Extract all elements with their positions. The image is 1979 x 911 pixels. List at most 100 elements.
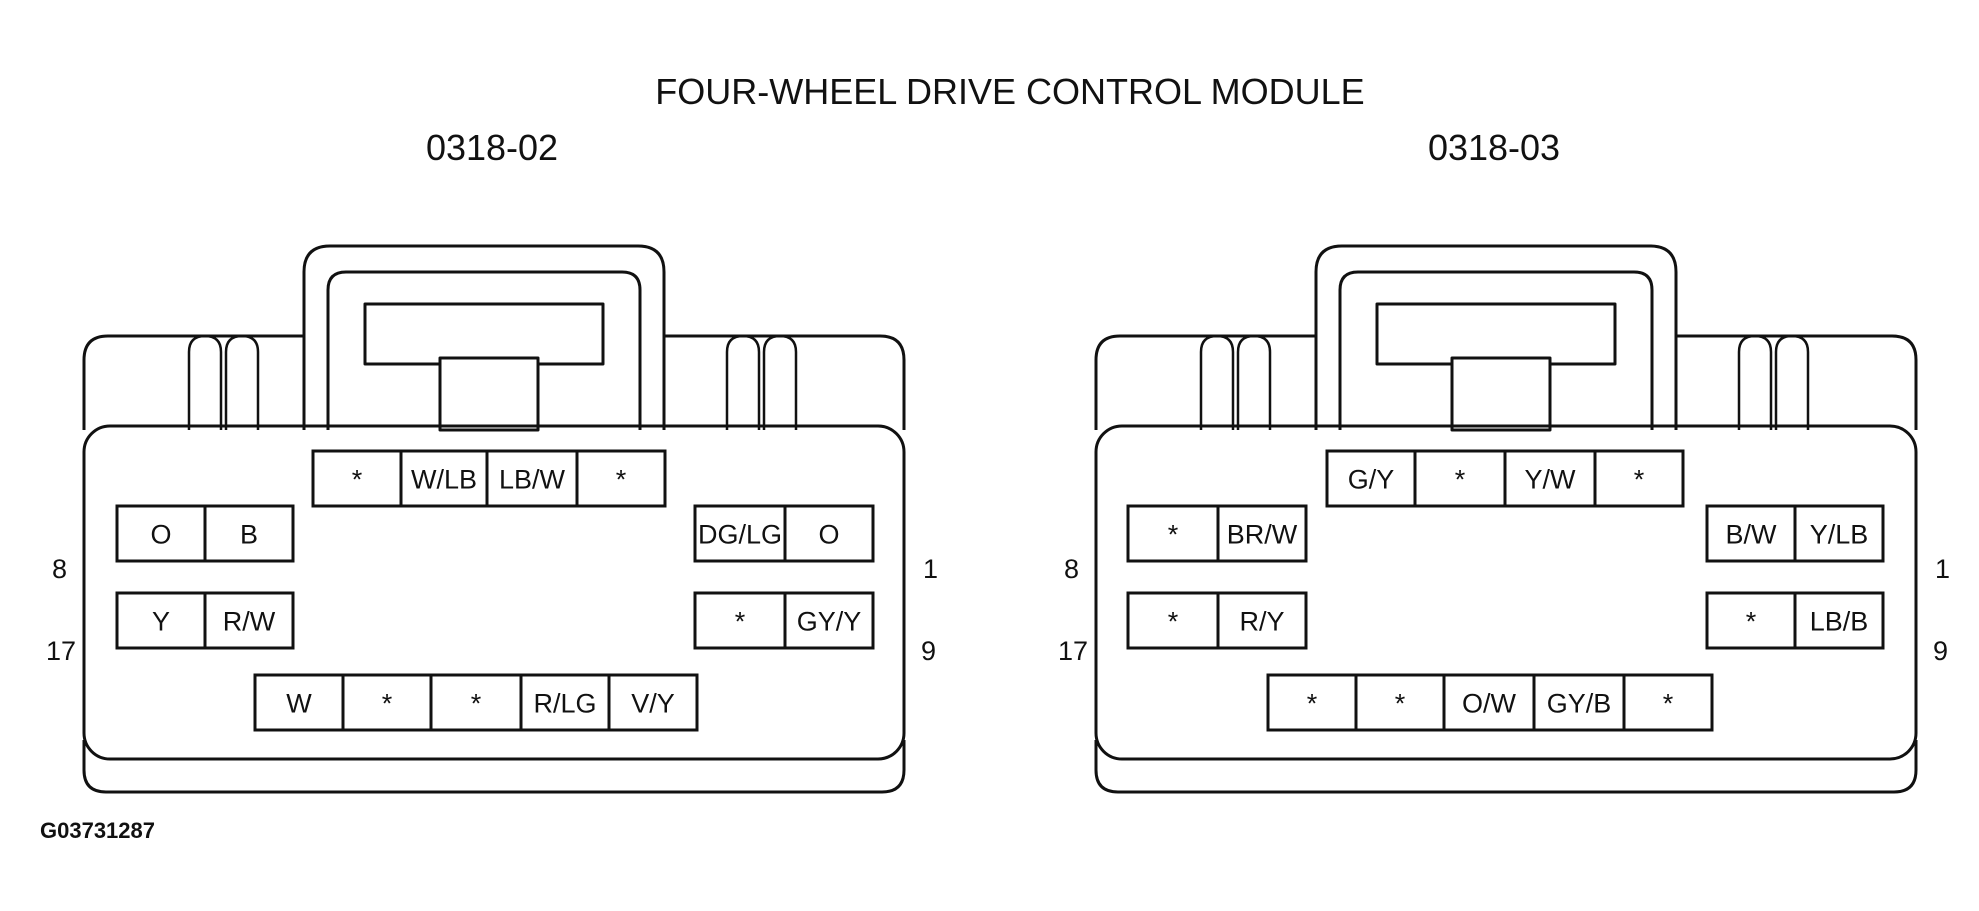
diagram-title: FOUR-WHEEL DRIVE CONTROL MODULE (655, 71, 1364, 112)
cavity-row-top: * W/LB LB/W * (311, 449, 667, 508)
connector-code: 0318-02 (426, 127, 558, 168)
wire-color-code: LB/B (1810, 607, 1869, 637)
wire-cavity: B/W (1705, 504, 1797, 563)
cavity-box (1216, 504, 1308, 563)
wire-cavity: * (1705, 591, 1797, 650)
pin-number-right-top: 1 (1935, 554, 1950, 584)
wire-cavity: LB/W (485, 449, 579, 508)
wire-color-code: R/LG (533, 689, 596, 719)
cavity-box (203, 591, 295, 650)
wire-color-code: R/Y (1239, 607, 1284, 637)
wire-cavity: O (783, 504, 875, 563)
wire-color-code: Y/LB (1810, 520, 1869, 550)
cavity-box (693, 504, 787, 563)
wire-cavity: W (253, 673, 345, 732)
wire-cavity: Y/LB (1793, 504, 1885, 563)
wire-cavity: B (203, 504, 295, 563)
wire-cavity: * (311, 449, 403, 508)
cavity-box (783, 591, 875, 650)
wire-color-code: O/W (1462, 689, 1517, 719)
cavity-box (1705, 504, 1797, 563)
cavity-box (693, 591, 787, 650)
wire-color-code: * (616, 465, 627, 495)
wire-color-code: * (1634, 465, 1645, 495)
wire-color-code: GY/B (1547, 689, 1612, 719)
wire-cavity: O (115, 504, 207, 563)
pin-number-left-bottom: 17 (46, 636, 76, 666)
wire-cavity: * (1622, 673, 1714, 732)
wire-color-code: Y/W (1525, 465, 1577, 495)
pin-number-left-bottom: 17 (1058, 636, 1088, 666)
cavity-box (1622, 673, 1714, 732)
wire-cavity: V/Y (607, 673, 699, 732)
wire-cavity: * (429, 673, 523, 732)
cavity-box (399, 449, 489, 508)
wire-color-code: R/W (223, 607, 276, 637)
cavity-box (311, 449, 403, 508)
wire-cavity: R/Y (1216, 591, 1308, 650)
cavity-box (1593, 449, 1685, 508)
wire-color-code: B (240, 520, 258, 550)
wire-cavity: * (1126, 504, 1220, 563)
cavity-row-right-upper: B/W Y/LB (1705, 504, 1885, 563)
wire-color-code: * (471, 689, 482, 719)
wire-color-code: * (735, 607, 746, 637)
wire-cavity: * (1354, 673, 1446, 732)
wire-color-code: LB/W (499, 465, 566, 495)
cavity-row-right-lower: * GY/Y (693, 591, 875, 650)
pin-number-left-top: 8 (52, 554, 67, 584)
wire-cavity: * (1266, 673, 1358, 732)
wire-color-code: * (382, 689, 393, 719)
wire-cavity: W/LB (399, 449, 489, 508)
cavity-row-left-lower: Y R/W (115, 591, 295, 650)
wire-cavity: * (1413, 449, 1507, 508)
cavity-box (519, 673, 611, 732)
wire-color-code: * (352, 465, 363, 495)
wire-cavity: * (1126, 591, 1220, 650)
wire-cavity: R/W (203, 591, 295, 650)
cavity-row-bottom: W * * R/LG V/Y (253, 673, 699, 732)
wire-cavity: * (341, 673, 433, 732)
connector-housing (1094, 244, 1918, 794)
cavity-row-left-upper: *BR/W (1126, 504, 1308, 563)
wire-color-code: Y (152, 607, 170, 637)
wire-color-code: * (1395, 689, 1406, 719)
cavity-box (1532, 673, 1626, 732)
wire-color-code: * (1663, 689, 1674, 719)
wire-cavity: GY/B (1532, 673, 1626, 732)
connector-code: 0318-03 (1428, 127, 1560, 168)
figure-id: G03731287 (40, 818, 155, 843)
wire-color-code: O (818, 520, 839, 550)
wire-color-code: V/Y (631, 689, 675, 719)
cavity-row-bottom: * * O/W GY/B * (1266, 673, 1714, 732)
wire-color-code: GY/Y (797, 607, 862, 637)
wire-cavity: Y/W (1503, 449, 1597, 508)
wire-color-code: B/W (1726, 520, 1778, 550)
cavity-box (1126, 504, 1220, 563)
cavity-row-top: G/Y * Y/W * (1325, 449, 1685, 508)
wire-color-code: * (1746, 607, 1757, 637)
wire-cavity: G/Y (1325, 449, 1417, 508)
pin-number-right-top: 1 (923, 554, 938, 584)
cavity-box (203, 504, 295, 563)
wire-color-code: W/LB (411, 465, 477, 495)
wire-cavity: * (1593, 449, 1685, 508)
cavity-box (607, 673, 699, 732)
wire-cavity: * (575, 449, 667, 508)
wire-color-code: * (1455, 465, 1466, 495)
wire-cavity: * (693, 591, 787, 650)
wire-color-code: O (150, 520, 171, 550)
wire-cavity: R/LG (519, 673, 611, 732)
cavity-box (1503, 449, 1597, 508)
wire-color-code: * (1168, 607, 1179, 637)
pin-number-right-bottom: 9 (1933, 636, 1948, 666)
cavity-box (1216, 591, 1308, 650)
cavity-box (1793, 591, 1885, 650)
wire-color-code: W (286, 689, 312, 719)
wire-cavity: O/W (1442, 673, 1536, 732)
